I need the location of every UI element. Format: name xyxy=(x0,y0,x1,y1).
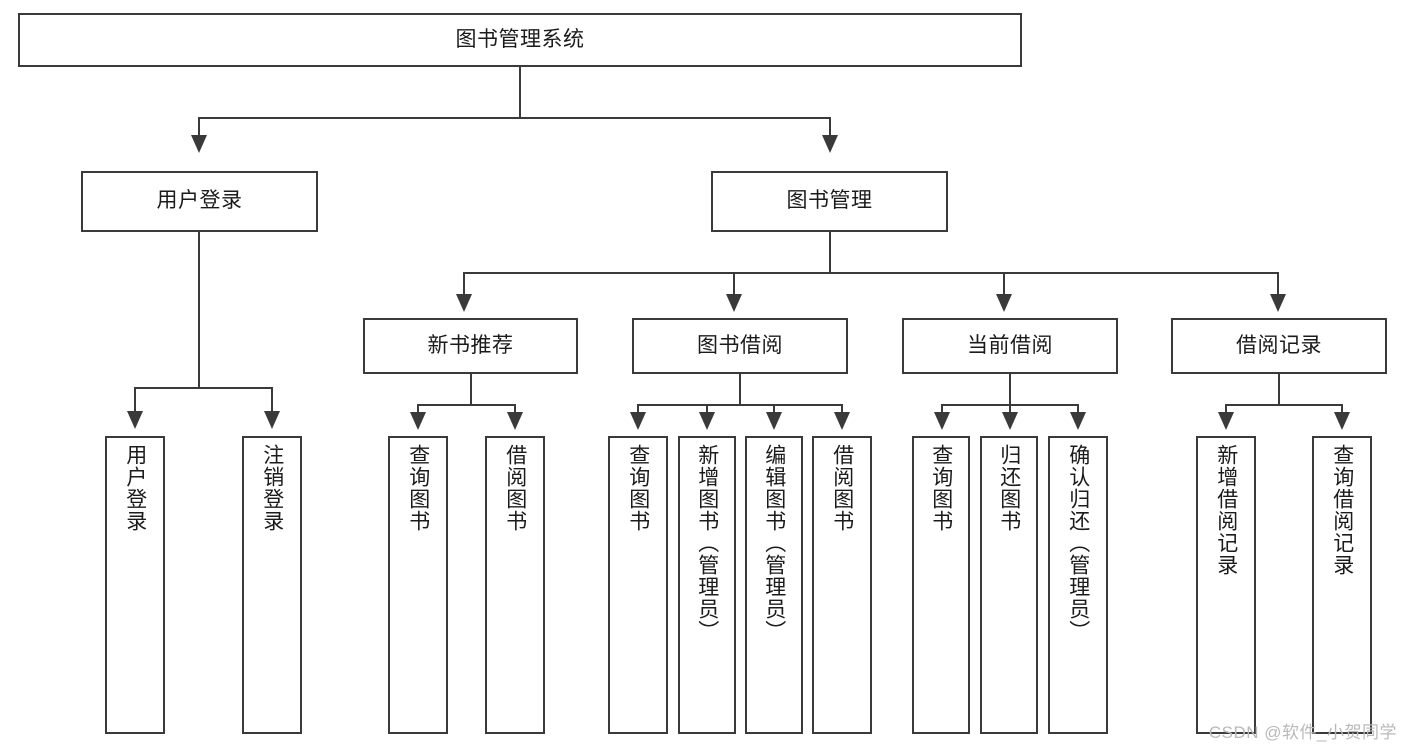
connector-br-drop-1 xyxy=(1225,404,1227,412)
connector-user-login-drop-1 xyxy=(134,387,136,411)
connector-book-manage-stem xyxy=(829,232,831,272)
connector-book-manage-bus xyxy=(463,272,1279,274)
node-new-book-recommend[interactable]: 新书推荐 xyxy=(363,318,578,374)
node-label: 确认归还（管理员） xyxy=(1066,444,1090,642)
node-leaf-query-borrow-record[interactable]: 查询借阅记录 xyxy=(1312,436,1372,734)
arrow-to-book-borrow xyxy=(726,294,742,312)
node-leaf-edit-book-admin[interactable]: 编辑图书（管理员） xyxy=(745,436,803,734)
node-leaf-query-book-3[interactable]: 查询图书 xyxy=(912,436,970,734)
connector-root-drop-right xyxy=(829,117,831,135)
connector-bb-bus xyxy=(637,404,843,406)
connector-nbr-drop-2 xyxy=(514,404,516,412)
node-label: 归还图书 xyxy=(997,444,1021,532)
connector-bb-drop-4 xyxy=(841,404,843,412)
connector-l3-drop-2 xyxy=(733,272,735,294)
connector-cb-drop-2 xyxy=(1009,404,1011,412)
arrow-to-leaf-add-book-admin xyxy=(699,412,715,430)
node-label: 图书管理系统 xyxy=(455,27,585,51)
node-label: 当前借阅 xyxy=(967,333,1053,357)
node-label: 查询图书 xyxy=(626,444,650,532)
node-label: 编辑图书（管理员） xyxy=(762,444,786,642)
connector-br-bus xyxy=(1225,404,1343,406)
node-leaf-user-login[interactable]: 用户登录 xyxy=(105,436,165,734)
connector-root-drop-left xyxy=(198,117,200,135)
arrow-to-leaf-user-login xyxy=(127,411,143,429)
arrow-to-leaf-confirm-return-admin xyxy=(1070,412,1086,430)
arrow-to-leaf-query-book-2 xyxy=(630,412,646,430)
connector-nbr-stem xyxy=(470,374,472,404)
arrow-to-user-login xyxy=(191,135,207,153)
arrow-to-leaf-edit-book-admin xyxy=(766,412,782,430)
watermark: CSDN @软件_小贺同学 xyxy=(1208,723,1397,742)
arrow-to-leaf-query-book-3 xyxy=(934,412,950,430)
arrow-to-leaf-borrow-book-2 xyxy=(834,412,850,430)
node-label: 查询图书 xyxy=(406,444,430,532)
node-leaf-return-book[interactable]: 归还图书 xyxy=(980,436,1038,734)
arrow-to-leaf-logout-login xyxy=(264,411,280,429)
node-leaf-logout-login[interactable]: 注销登录 xyxy=(242,436,302,734)
node-leaf-borrow-book-1[interactable]: 借阅图书 xyxy=(485,436,545,734)
connector-root-stem xyxy=(519,67,521,117)
connector-cb-drop-1 xyxy=(941,404,943,412)
arrow-to-book-manage xyxy=(822,135,838,153)
node-label: 借阅记录 xyxy=(1236,333,1322,357)
node-label: 用户登录 xyxy=(156,189,243,213)
node-label: 查询图书 xyxy=(929,444,953,532)
arrow-to-leaf-query-borrow-record xyxy=(1334,412,1350,430)
connector-l3-drop-4 xyxy=(1277,272,1279,294)
connector-nbr-bus xyxy=(417,404,516,406)
node-leaf-query-book-2[interactable]: 查询图书 xyxy=(608,436,668,734)
node-leaf-query-book-1[interactable]: 查询图书 xyxy=(388,436,448,734)
connector-l3-drop-3 xyxy=(1003,272,1005,294)
arrow-to-new-book-recommend xyxy=(456,294,472,312)
connector-bb-drop-2 xyxy=(706,404,708,412)
connector-br-stem xyxy=(1278,374,1280,404)
node-label: 新增图书（管理员） xyxy=(695,444,719,642)
node-label: 借阅图书 xyxy=(503,444,527,532)
node-label: 图书管理 xyxy=(786,189,873,213)
connector-bb-stem xyxy=(739,374,741,404)
node-root-system[interactable]: 图书管理系统 xyxy=(18,13,1022,67)
connector-user-login-stem xyxy=(198,232,200,387)
connector-user-login-bus xyxy=(134,387,273,389)
node-label: 图书借阅 xyxy=(697,333,783,357)
connector-user-login-drop-2 xyxy=(271,387,273,411)
node-current-borrow[interactable]: 当前借阅 xyxy=(902,318,1118,374)
node-label: 注销登录 xyxy=(260,444,284,532)
node-book-borrow[interactable]: 图书借阅 xyxy=(632,318,848,374)
connector-bb-drop-1 xyxy=(637,404,639,412)
arrow-to-leaf-borrow-book-1 xyxy=(507,412,523,430)
node-label: 新增借阅记录 xyxy=(1214,444,1238,576)
connector-br-drop-2 xyxy=(1341,404,1343,412)
arrow-to-leaf-add-borrow-record xyxy=(1218,412,1234,430)
node-user-login[interactable]: 用户登录 xyxy=(81,171,318,232)
node-leaf-borrow-book-2[interactable]: 借阅图书 xyxy=(812,436,872,734)
arrow-to-borrow-record xyxy=(1270,294,1286,312)
node-book-manage[interactable]: 图书管理 xyxy=(711,171,948,232)
node-label: 借阅图书 xyxy=(830,444,854,532)
node-leaf-add-borrow-record[interactable]: 新增借阅记录 xyxy=(1196,436,1256,734)
node-label: 查询借阅记录 xyxy=(1330,444,1354,576)
connector-l3-drop-1 xyxy=(463,272,465,294)
arrow-to-leaf-return-book xyxy=(1002,412,1018,430)
node-borrow-record[interactable]: 借阅记录 xyxy=(1171,318,1387,374)
connector-root-bus xyxy=(198,117,831,119)
node-leaf-confirm-return-admin[interactable]: 确认归还（管理员） xyxy=(1048,436,1108,734)
node-label: 新书推荐 xyxy=(427,333,514,357)
arrow-to-leaf-query-book-1 xyxy=(410,412,426,430)
connector-cb-stem xyxy=(1009,374,1011,404)
node-leaf-add-book-admin[interactable]: 新增图书（管理员） xyxy=(678,436,736,734)
arrow-to-current-borrow xyxy=(996,294,1012,312)
connector-cb-drop-3 xyxy=(1077,404,1079,412)
connector-bb-drop-3 xyxy=(773,404,775,412)
connector-nbr-drop-1 xyxy=(417,404,419,412)
node-label: 用户登录 xyxy=(123,444,147,532)
